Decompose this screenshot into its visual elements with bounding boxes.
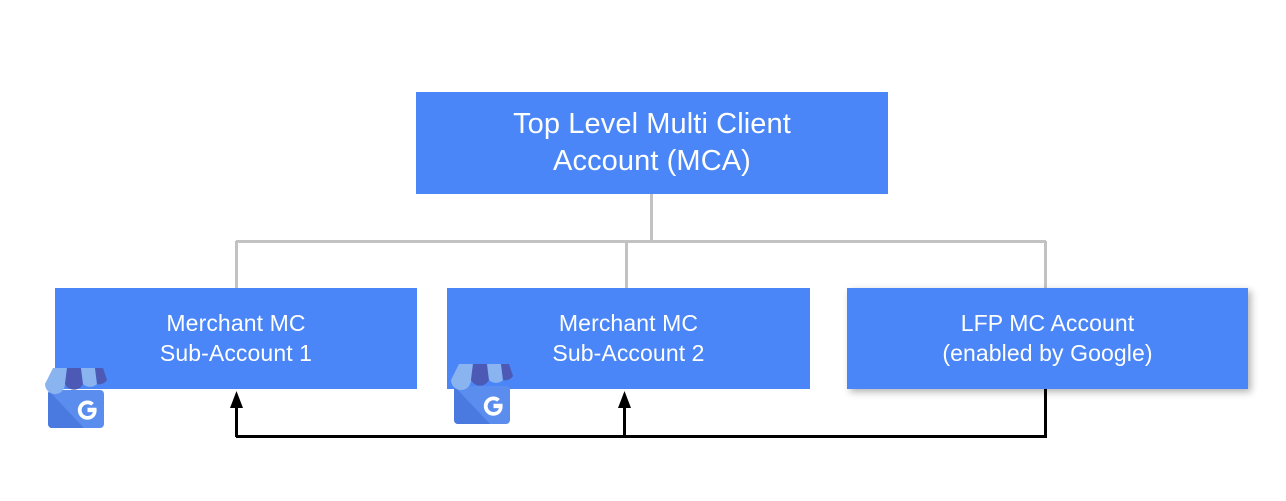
- feed-arrowhead-merchant-2: [618, 391, 631, 408]
- node-lfp-mc-account-label: LFP MC Account (enabled by Google): [942, 310, 1153, 366]
- google-g-glyph: [483, 396, 503, 416]
- google-my-business-icon: [45, 368, 107, 428]
- node-merchant-sub-account-2-label: Merchant MC Sub-Account 2: [552, 310, 705, 366]
- google-my-business-icon: [451, 364, 513, 424]
- node-top-level-mca-label: Top Level Multi Client Account (MCA): [513, 107, 791, 177]
- lfp-feed-path-group: [235, 389, 1047, 438]
- node-top-level-mca[interactable]: Top Level Multi Client Account (MCA): [416, 92, 888, 194]
- node-lfp-mc-account[interactable]: LFP MC Account (enabled by Google): [847, 288, 1248, 389]
- google-g-glyph: [77, 400, 97, 420]
- tree-connector-group: [235, 194, 1047, 289]
- node-merchant-sub-account-1-label: Merchant MC Sub-Account 1: [159, 310, 313, 366]
- feed-arrowhead-merchant-1: [230, 391, 243, 408]
- node-merchant-sub-account-1[interactable]: Merchant MC Sub-Account 1: [55, 288, 417, 389]
